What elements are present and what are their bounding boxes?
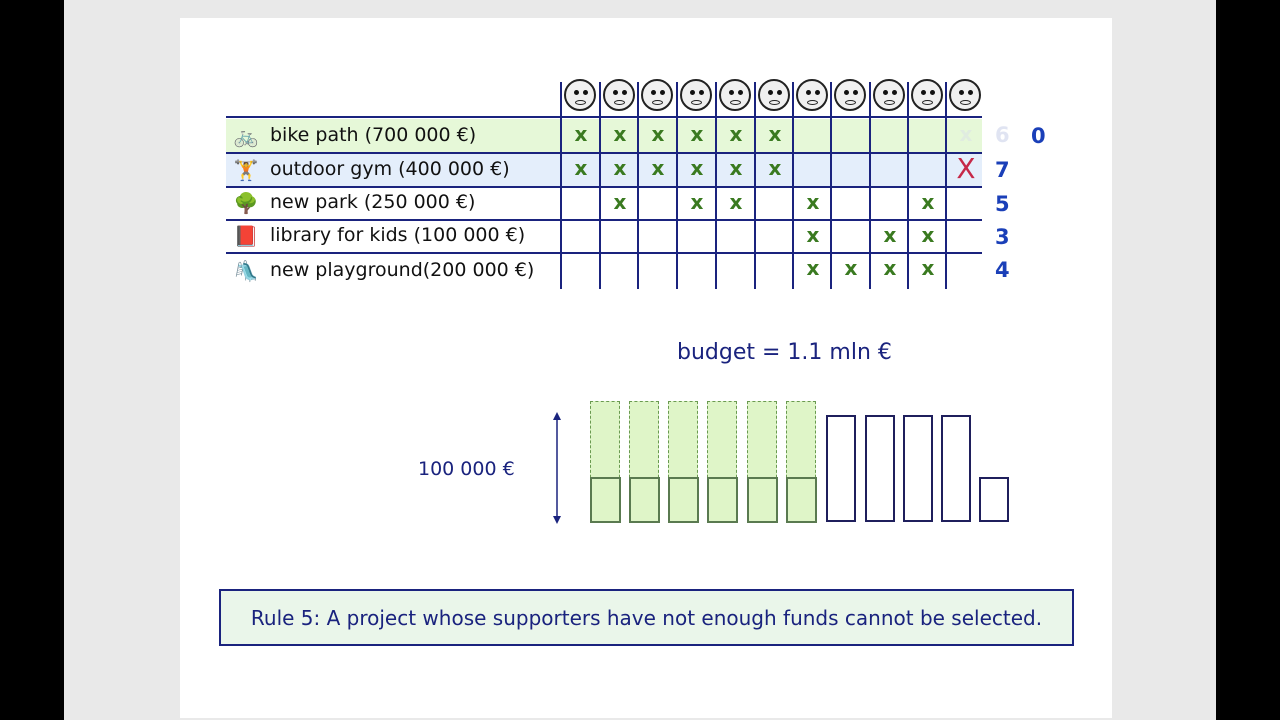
vote-mark: x [690,122,704,146]
remaining-fund-bar [865,415,895,522]
project-label: library for kids (100 000 €) [270,224,526,246]
vote-mark: x [806,256,820,280]
vote-mark: x [651,122,665,146]
voter-face-icon [949,79,981,111]
row-divider [226,152,982,154]
book-icon: 📕 [233,224,259,248]
voter-face-icon [796,79,828,111]
spent-unit [706,476,738,523]
row-divider [226,219,982,221]
vote-mark: x [921,190,935,214]
vote-mark: x [574,122,588,146]
project-row: 🛝 new playground(200 000 €) [226,253,982,288]
voter-face-icon [758,79,790,111]
vote-mark: x [574,156,588,180]
vote-mark: x [768,156,782,180]
vote-mark: x [729,190,743,214]
spent-unit [746,476,778,523]
voter-face-icon [719,79,751,111]
rule-box: Rule 5: A project whose supporters have … [219,589,1074,646]
project-count: 3 [995,225,1010,249]
voter-face-icon [834,79,866,111]
voter-face-icon [680,79,712,111]
vote-mark: x [613,190,627,214]
slide-icon: 🛝 [233,258,259,283]
voter-face-icon [564,79,596,111]
vote-mark: x [651,156,665,180]
column-divider [869,82,871,289]
column-divider [599,82,601,289]
vote-mark: x [729,156,743,180]
vote-mark: x [613,156,627,180]
spent-fund-bar [628,401,660,523]
voter-face-icon [641,79,673,111]
vote-mark: x [921,256,935,280]
project-count: 7 [995,158,1010,182]
vote-mark: x [690,190,704,214]
column-divider [754,82,756,289]
vote-mark: x [844,256,858,280]
tree-icon: 🌳 [233,191,259,215]
unit-arrow-icon [553,412,561,524]
vote-mark: x [806,223,820,247]
remaining-partial-bar [979,477,1009,522]
header-line [226,116,982,118]
project-row: 🏋 outdoor gym (400 000 €) [226,153,982,186]
column-divider [715,82,717,289]
remaining-fund-bar [826,415,856,522]
spent-unit [589,476,621,523]
project-label: new playground(200 000 €) [270,258,535,281]
column-divider [560,82,562,289]
spent-fund-bar [706,401,738,523]
column-divider [637,82,639,289]
vote-mark: x [613,122,627,146]
spent-fund-bar [746,401,778,523]
voter-face-icon [603,79,635,111]
spent-unit [628,476,660,523]
dumbbell-icon: 🏋 [233,157,259,182]
spent-fund-bar [785,401,817,523]
row-divider [226,186,982,188]
project-count: 0 [1031,124,1046,148]
column-divider [676,82,678,289]
project-row: 🚲 bike path (700 000 €) [226,119,982,152]
remaining-fund-bar [941,415,971,522]
bicycle-icon: 🚲 [233,123,259,148]
project-count: 4 [995,258,1010,282]
spent-unit [785,476,817,523]
column-divider [945,82,947,289]
project-count: 5 [995,192,1010,216]
faded-count: 6 [995,123,1010,147]
vote-mark: x [921,223,935,247]
remaining-fund-bar [903,415,933,522]
column-divider [907,82,909,289]
spent-fund-bar [589,401,621,523]
spent-unit [667,476,699,523]
unit-label: 100 000 € [418,458,515,480]
budget-label: budget = 1.1 mln € [677,340,892,365]
project-label: bike path (700 000 €) [270,123,477,146]
project-row: 🌳 new park (250 000 €) [226,187,982,219]
voter-face-icon [873,79,905,111]
project-label: new park (250 000 €) [270,191,476,213]
vote-mark: x [729,122,743,146]
project-label: outdoor gym (400 000 €) [270,157,510,180]
vote-mark: x [959,122,973,146]
project-row: 📕 library for kids (100 000 €) [226,220,982,252]
voter-face-icon [911,79,943,111]
column-divider [792,82,794,289]
vote-mark: X [956,152,976,185]
vote-mark: x [883,256,897,280]
spent-fund-bar [667,401,699,523]
vote-mark: x [883,223,897,247]
column-divider [830,82,832,289]
vote-mark: x [690,156,704,180]
vote-mark: x [768,122,782,146]
vote-mark: x [806,190,820,214]
row-divider [226,252,982,254]
